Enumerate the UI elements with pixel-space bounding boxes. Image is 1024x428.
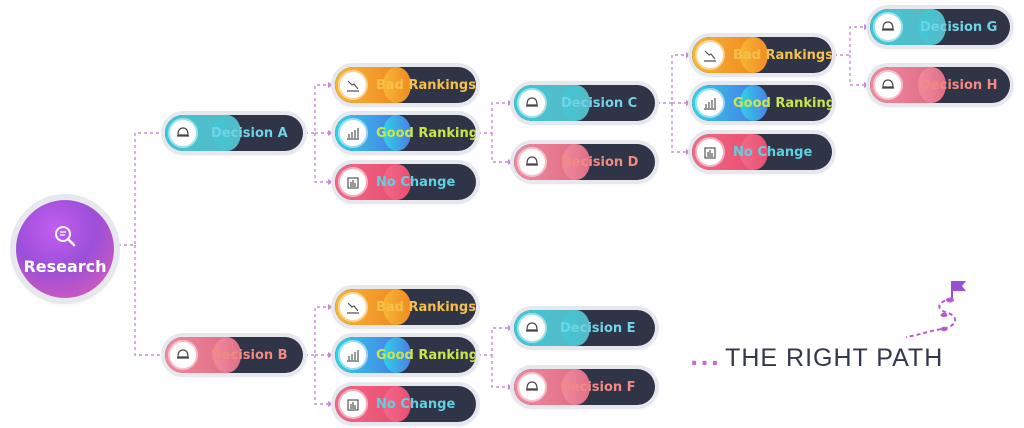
decision-c-node[interactable]: Decision C — [514, 85, 655, 121]
research-label: Research — [23, 256, 107, 276]
c-good-rankings-node[interactable]: Good Rankings — [692, 85, 832, 121]
decision-f-label: Decision F — [560, 379, 636, 395]
decision-b-label: Decision B — [211, 347, 288, 363]
bar-chart-icon — [340, 169, 366, 195]
decision-e-label: Decision E — [560, 320, 636, 336]
decision-g-label: Decision G — [920, 19, 998, 35]
decision-a-node[interactable]: Decision A — [165, 115, 303, 151]
connector-root-a — [118, 132, 162, 246]
bar-chart-icon — [697, 139, 723, 165]
a-bad-rankings-node[interactable]: Bad Rankings — [335, 67, 476, 103]
connector-root-b — [134, 245, 162, 356]
b-bad-rankings-node[interactable]: Bad Rankings — [335, 289, 476, 325]
c-no-change-label: No Change — [733, 144, 813, 160]
tagline: ... THE RIGHT PATH — [690, 344, 943, 373]
connector-good-ef — [478, 327, 508, 388]
c-good-rankings-label: Good Rankings — [733, 95, 832, 111]
chart-up-icon — [340, 120, 366, 146]
chart-down-icon — [340, 294, 366, 320]
b-good-rankings-node[interactable]: Good Rankings — [335, 337, 476, 373]
chart-down-icon — [697, 42, 723, 68]
bar-chart-icon — [340, 391, 366, 417]
decision-d-label: Decision D — [561, 154, 639, 170]
chart-up-icon — [697, 90, 723, 116]
decision-h-node[interactable]: Decision H — [870, 67, 1010, 103]
connector-a-out — [305, 84, 328, 183]
a-good-rankings-node[interactable]: Good Rankings — [335, 115, 476, 151]
a-no-change-label: No Change — [376, 174, 456, 190]
decision-f-node[interactable]: Decision F — [514, 369, 655, 405]
decision-g-node[interactable]: Decision G — [870, 9, 1010, 45]
a-no-change-node[interactable]: No Change — [335, 164, 476, 200]
helmet-icon — [875, 72, 901, 98]
decision-e-node[interactable]: Decision E — [514, 310, 655, 346]
helmet-icon — [519, 90, 545, 116]
decision-d-node[interactable]: Decision D — [514, 144, 655, 180]
decision-a-label: Decision A — [211, 125, 288, 141]
tagline-text: THE RIGHT PATH — [725, 344, 944, 372]
connector-b-out — [305, 306, 328, 405]
helmet-icon — [519, 315, 545, 341]
winding-path-flag-icon — [898, 277, 968, 343]
helmet-icon — [170, 342, 196, 368]
b-no-change-node[interactable]: No Change — [335, 386, 476, 422]
connector-good-cd — [478, 102, 508, 163]
research-node[interactable]: Research — [16, 200, 114, 298]
connector-bad-gh — [834, 26, 864, 86]
helmet-icon — [875, 14, 901, 40]
a-good-rankings-label: Good Rankings — [376, 125, 476, 141]
b-good-rankings-label: Good Rankings — [376, 347, 476, 363]
magnifier-report-icon — [52, 223, 78, 253]
helmet-icon — [519, 374, 545, 400]
connector-c-out — [657, 54, 686, 153]
helmet-icon — [170, 120, 196, 146]
helmet-icon — [519, 149, 545, 175]
decision-b-node[interactable]: Decision B — [165, 337, 303, 373]
b-bad-rankings-label: Bad Rankings — [376, 299, 476, 315]
decision-h-label: Decision H — [920, 77, 998, 93]
a-bad-rankings-label: Bad Rankings — [376, 77, 476, 93]
chart-down-icon — [340, 72, 366, 98]
chart-up-icon — [340, 342, 366, 368]
decision-c-label: Decision C — [561, 95, 638, 111]
c-bad-rankings-node[interactable]: Bad Rankings — [692, 37, 832, 73]
b-no-change-label: No Change — [376, 396, 456, 412]
c-no-change-node[interactable]: No Change — [692, 134, 832, 170]
c-bad-rankings-label: Bad Rankings — [733, 47, 832, 63]
tagline-dots: ... — [690, 346, 722, 371]
